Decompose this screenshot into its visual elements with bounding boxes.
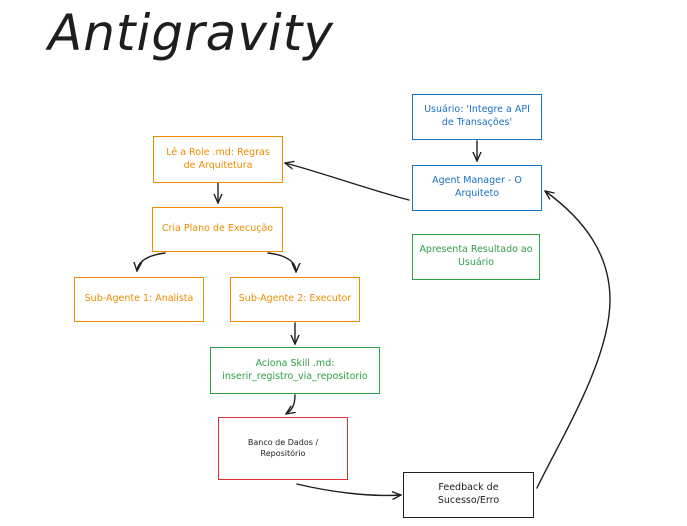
node-sub-agente-analista: Sub-Agente 1: Analista <box>74 277 204 322</box>
node-usuario: Usuário: 'Integre a API de Transações' <box>412 94 542 140</box>
node-cria-plano: Cria Plano de Execução <box>152 207 283 252</box>
node-agent-manager-label: Agent Manager - O Arquiteto <box>432 175 522 199</box>
node-cria-plano-label: Cria Plano de Execução <box>161 223 274 235</box>
node-agent-manager: Agent Manager - O Arquiteto <box>412 165 542 211</box>
node-aciona-skill-label: Aciona Skill .md: inserir_registro_via_r… <box>222 357 368 382</box>
node-aciona-skill: Aciona Skill .md: inserir_registro_via_r… <box>210 347 380 394</box>
edge-skill-to-banco <box>286 394 295 414</box>
node-sub-agente-executor-label: Sub-Agente 2: Executor <box>238 293 352 305</box>
edge-manager-to-lerole <box>285 163 410 201</box>
edge-feedback-to-manager <box>536 191 611 489</box>
node-feedback-label: Feedback de Sucesso/Erro <box>437 482 500 506</box>
node-apresenta-resultado: Apresenta Resultado ao Usuário <box>412 234 540 280</box>
diagram-title: Antigravity <box>48 4 334 62</box>
node-feedback: Feedback de Sucesso/Erro <box>403 472 534 518</box>
node-sub-agente-executor: Sub-Agente 2: Executor <box>230 277 360 322</box>
edge-plano-to-executor <box>267 252 296 272</box>
node-le-role-label: Lê a Role .md: Regras de Arquitetura <box>166 146 270 171</box>
node-banco-de-dados-label: Banco de Dados / Repositório <box>247 437 319 458</box>
node-sub-agente-analista-label: Sub-Agente 1: Analista <box>84 293 194 305</box>
edge-banco-to-feedback <box>296 483 401 495</box>
node-usuario-label: Usuário: 'Integre a API de Transações' <box>424 104 530 128</box>
edge-plano-to-analista <box>137 252 166 271</box>
node-le-role: Lê a Role .md: Regras de Arquitetura <box>153 136 283 183</box>
node-banco-de-dados: Banco de Dados / Repositório <box>218 417 348 480</box>
node-apresenta-resultado-label: Apresenta Resultado ao Usuário <box>419 244 533 268</box>
